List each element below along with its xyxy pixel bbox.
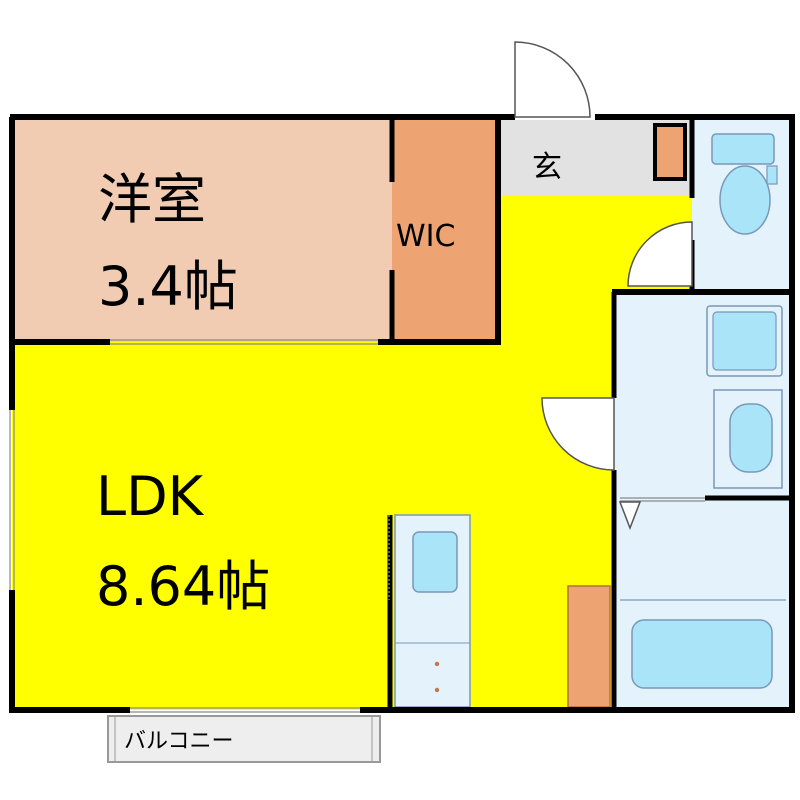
washing-machine-icon <box>706 305 783 377</box>
ldk-size: 8.64帖 <box>96 555 270 618</box>
western-room-size: 3.4帖 <box>98 255 238 318</box>
western-room-floor <box>12 120 392 342</box>
balcony <box>107 715 381 763</box>
balcony-label: バルコニー <box>124 729 234 754</box>
stove-icon <box>434 661 440 693</box>
western-room-name: 洋室 <box>98 168 206 231</box>
sliding-door-lines <box>9 339 705 713</box>
kitchen-counter <box>394 514 471 708</box>
outer-walls <box>9 114 795 713</box>
shoe-cabinet-icon <box>653 123 687 181</box>
washbasin-icon <box>713 389 783 489</box>
toilet-icon <box>711 133 778 235</box>
bathtub-icon <box>620 599 786 689</box>
door-swing-icon <box>514 41 693 531</box>
entrance-label: 玄 <box>532 150 562 185</box>
wic-floor <box>392 120 498 342</box>
ldk-floor <box>12 195 692 710</box>
kitchen-sink-icon <box>412 531 458 593</box>
wic-label: WIC <box>396 219 455 254</box>
storage-cabinet <box>567 585 611 708</box>
ldk-name: LDK <box>96 465 205 528</box>
